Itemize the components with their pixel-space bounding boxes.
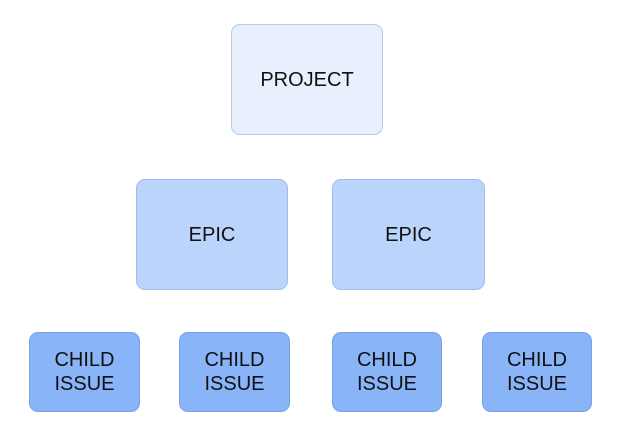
child-issue-node: CHILD ISSUE [179,332,290,412]
child-issue-label-line1: CHILD [204,349,265,371]
epic-label: EPIC [385,223,432,246]
child-issue-label-line2: ISSUE [54,373,115,395]
epic-node: EPIC [136,179,288,290]
project-label: PROJECT [260,68,354,91]
epic-node: EPIC [332,179,485,290]
project-node: PROJECT [231,24,383,135]
child-issue-label-line2: ISSUE [356,373,418,395]
child-issue-label-line1: CHILD [54,349,115,371]
child-issue-label-line1: CHILD [506,349,567,371]
child-issue-label-line2: ISSUE [506,373,568,395]
child-issue-label-line1: CHILD [356,349,417,371]
child-issue-node: CHILD ISSUE [332,332,442,412]
child-issue-label-line2: ISSUE [204,373,265,395]
child-issue-node: CHILD ISSUE [29,332,140,412]
child-issue-node: CHILD ISSUE [482,332,592,412]
epic-label: EPIC [188,223,236,246]
